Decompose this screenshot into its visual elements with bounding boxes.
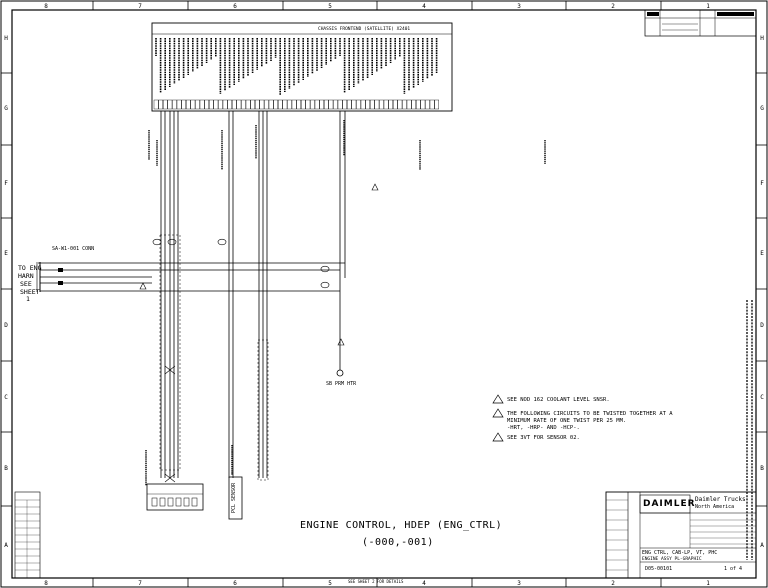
zone-row-right-H: H [760, 35, 764, 42]
revision-block [644, 9, 757, 37]
zone-row-left-H: H [4, 35, 8, 42]
zone-col-top-7: 7 [138, 3, 142, 10]
bottom-left-connector [146, 483, 204, 511]
note-3: SEE 3VT FOR SENSOR 02. [507, 435, 580, 442]
left-connector-label: TO ENG HARN [18, 264, 42, 280]
drawing-title: ENG CTRL, CAB-LP, VT, PHC [642, 550, 718, 556]
connector-x2401 [151, 22, 453, 112]
wire-table [14, 491, 41, 579]
zone-row-right-A: A [760, 542, 764, 549]
splice-marker-1 [167, 238, 177, 246]
harness-ref-label: SA-W1-001 CONN [52, 246, 95, 252]
note-1: SEE NOD 162 COOLANT LEVEL SNSR. [507, 397, 610, 404]
zone-row-right-D: D [760, 322, 764, 329]
zone-row-left-C: C [4, 394, 8, 401]
zone-row-left-E: E [4, 250, 8, 257]
left-connector-line-3: SEE [20, 280, 32, 288]
zone-col-bottom-1: 1 [706, 580, 710, 587]
connector-header: CHASSIS FRONTEND (SATELLITE) X2401 [318, 27, 411, 32]
zone-col-bottom-2: 2 [611, 580, 615, 587]
bottom-center-text: SEE SHEET 2 FOR DETAILS [348, 579, 404, 584]
splice-marker-0 [152, 238, 162, 246]
company-line-2: North America [695, 504, 735, 510]
splice-marker-2 [217, 238, 227, 246]
note-3-text: SEE 3VT FOR SENSOR 02. [507, 435, 580, 441]
drawing-subtitle: ENGINE ASSY PL-GRAPHIC [642, 557, 702, 562]
zone-col-bottom-6: 6 [233, 580, 237, 587]
note-2: THE FOLLOWING CIRCUITS TO BE TWISTED TOG… [507, 411, 673, 432]
left-connector-line-1: TO ENG [18, 264, 42, 272]
company-line-1: Daimler Trucks [695, 496, 746, 503]
zone-row-right-C: C [760, 394, 764, 401]
left-connector-line-2: HARN [18, 271, 34, 280]
diagram-title: ENGINE CONTROL, HDEP (ENG_CTRL) [300, 520, 503, 531]
splice-marker-4 [320, 281, 330, 289]
zone-col-top-2: 2 [611, 3, 615, 10]
zone-col-bottom-7: 7 [138, 580, 142, 587]
sensor-label: SB PRM HTR [326, 381, 357, 387]
zone-col-top-6: 6 [233, 3, 237, 10]
sb-sensor [336, 183, 379, 377]
zone-col-top-1: 1 [706, 3, 710, 10]
zone-row-left-D: D [4, 322, 8, 329]
zone-row-left-F: F [4, 180, 8, 187]
splice-marker-3 [320, 265, 330, 273]
inner-border [11, 9, 757, 579]
zone-col-top-3: 3 [517, 3, 521, 10]
diagram-subtitle: (-000,-001) [362, 537, 434, 548]
zone-col-bottom-3: 3 [517, 580, 521, 587]
pcl-sensor-label: PCL SENSOR [231, 482, 237, 513]
zone-col-top-5: 5 [328, 3, 332, 10]
title-block [605, 491, 757, 579]
zone-col-top-4: 4 [422, 3, 426, 10]
zone-col-top-8: 8 [44, 3, 48, 10]
left-connector-line-4: SHEET [20, 287, 40, 296]
zone-row-right-E: E [760, 250, 764, 257]
note-1-text: SEE NOD 162 COOLANT LEVEL SNSR. [507, 397, 610, 403]
left-harness-connector [36, 262, 340, 292]
note-triangle-1 [492, 394, 504, 404]
note-triangle-3 [492, 432, 504, 442]
pcl-sensor-box [228, 476, 243, 520]
zone-row-right-F: F [760, 180, 764, 187]
zone-row-left-A: A [4, 542, 8, 549]
note-triangle-2 [492, 408, 504, 418]
sheet-number: 1 of 4 [724, 566, 743, 572]
company-logo: DAIMLER [643, 499, 696, 509]
drawing-number: D05-00101 [645, 566, 673, 572]
zone-col-bottom-5: 5 [328, 580, 332, 587]
zone-row-left-B: B [4, 465, 8, 472]
zone-row-right-B: B [760, 465, 764, 472]
zone-col-bottom-4: 4 [422, 580, 426, 587]
note-2-text: THE FOLLOWING CIRCUITS TO BE TWISTED TOG… [507, 411, 673, 431]
zone-col-bottom-8: 8 [44, 580, 48, 587]
left-connector-line-5: 1 [26, 295, 30, 303]
zone-row-right-G: G [760, 105, 764, 112]
left-connector-see: SEE SHEET 1 [20, 280, 40, 304]
zone-row-left-G: G [4, 105, 8, 112]
